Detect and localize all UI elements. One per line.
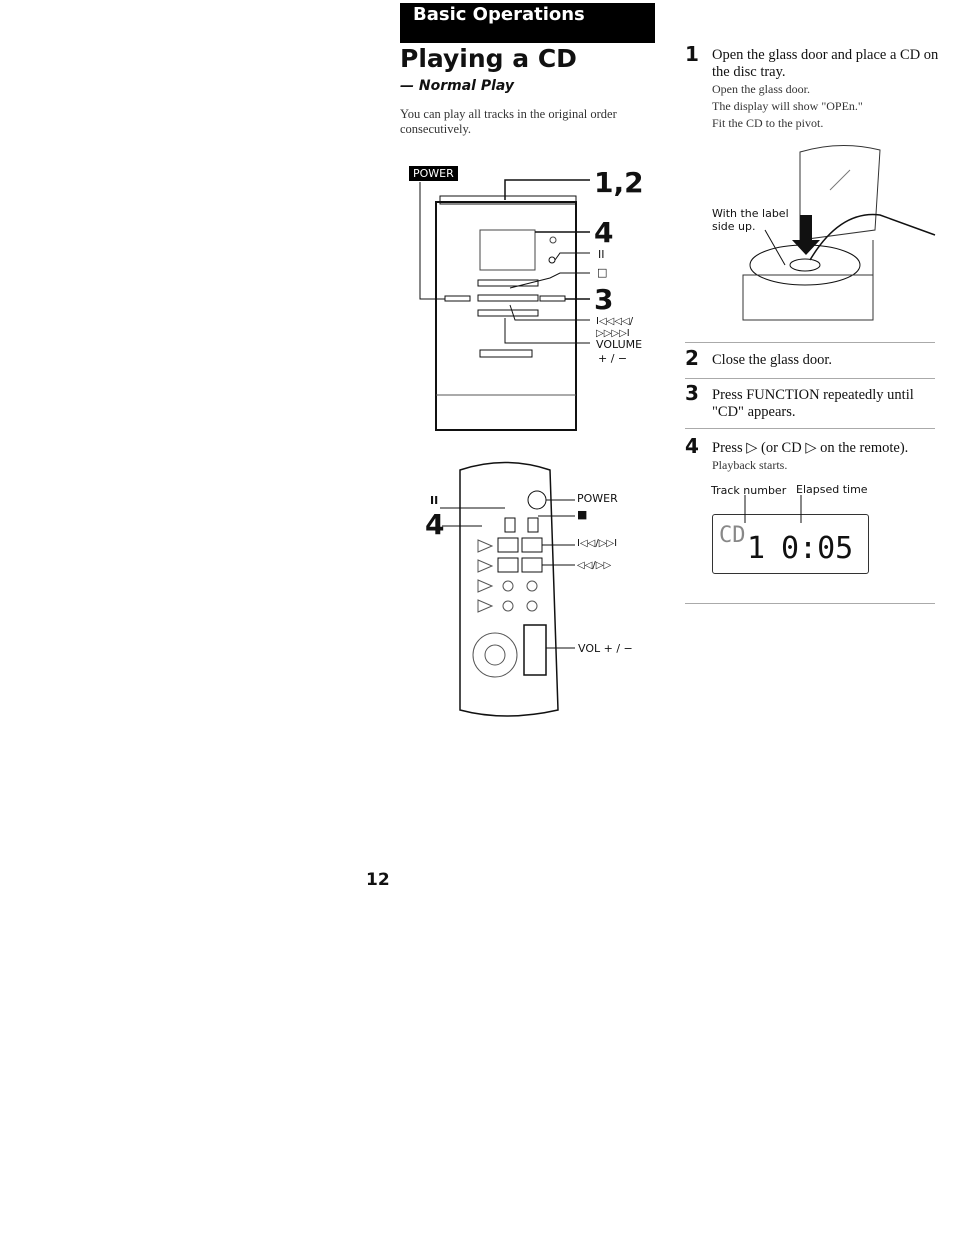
divider (685, 342, 935, 343)
step-4-note: Playback starts. (712, 458, 788, 472)
volume-pm-label: + / − (598, 352, 628, 365)
step-4-number: 4 (685, 434, 699, 458)
remote-power-label: POWER (577, 492, 618, 505)
intro-text: You can play all tracks in the original … (400, 107, 617, 136)
pause-label: II (598, 248, 605, 261)
volume-label: VOLUME (596, 338, 643, 351)
remote-search-label: ◁◁/▷▷ (577, 560, 612, 571)
skip-label-2: ▷▷▷▷I (596, 328, 630, 339)
divider (685, 378, 935, 379)
remote-pause-label: II (430, 494, 439, 507)
step-1-note: Fit the CD to the pivot. (712, 116, 824, 130)
lcd-display: CD 1 0:05 (712, 495, 869, 574)
step-3-number: 3 (685, 381, 699, 405)
step-4-text: Press ▷ (or CD ▷ on the remote). (712, 440, 909, 456)
lcd-mode: CD (719, 523, 746, 548)
stereo-unit-illustration (419, 179, 590, 431)
cd-insert-illustration (742, 145, 936, 321)
power-label: POWER (409, 166, 458, 181)
remote-illustration (440, 461, 575, 717)
page-subtitle: — Normal Play (400, 78, 515, 94)
step-1-note: The display will show "OPEn." (712, 99, 863, 113)
step-2-text: Close the glass door. (712, 352, 833, 368)
remote-skip-label: I◁◁/▷▷I (577, 538, 618, 549)
callout-4: 4 (594, 216, 614, 249)
remote-vol-label: VOL + / − (578, 642, 633, 655)
remote-stop-label: ■ (577, 508, 588, 521)
step-1-note: Open the glass door. (712, 82, 810, 96)
step-3-text: Press FUNCTION repeatedly until "CD" app… (712, 387, 914, 420)
label-side-up-caption: With the label side up. (712, 207, 789, 233)
section-header: Basic Operations (400, 3, 655, 43)
elapsed-time-label: Elapsed time (796, 483, 868, 496)
skip-label: I◁◁◁◁/ (596, 316, 634, 327)
callout-3: 3 (594, 283, 614, 316)
step-1-text: Open the glass door and place a CD on th… (712, 47, 939, 80)
track-number-label: Track number (711, 484, 787, 497)
page-title: Playing a CD (400, 44, 577, 73)
step-1-number: 1 (685, 42, 699, 66)
page-number: 12 (366, 870, 390, 890)
callout-1-2: 1,2 (594, 166, 644, 199)
lcd-time: 0:05 (781, 531, 854, 566)
stop-label: □ (597, 266, 608, 279)
step-2-number: 2 (685, 346, 699, 370)
lcd-track: 1 (747, 531, 766, 566)
divider (685, 603, 935, 604)
divider (685, 428, 935, 429)
remote-callout-4: 4 (425, 508, 445, 541)
